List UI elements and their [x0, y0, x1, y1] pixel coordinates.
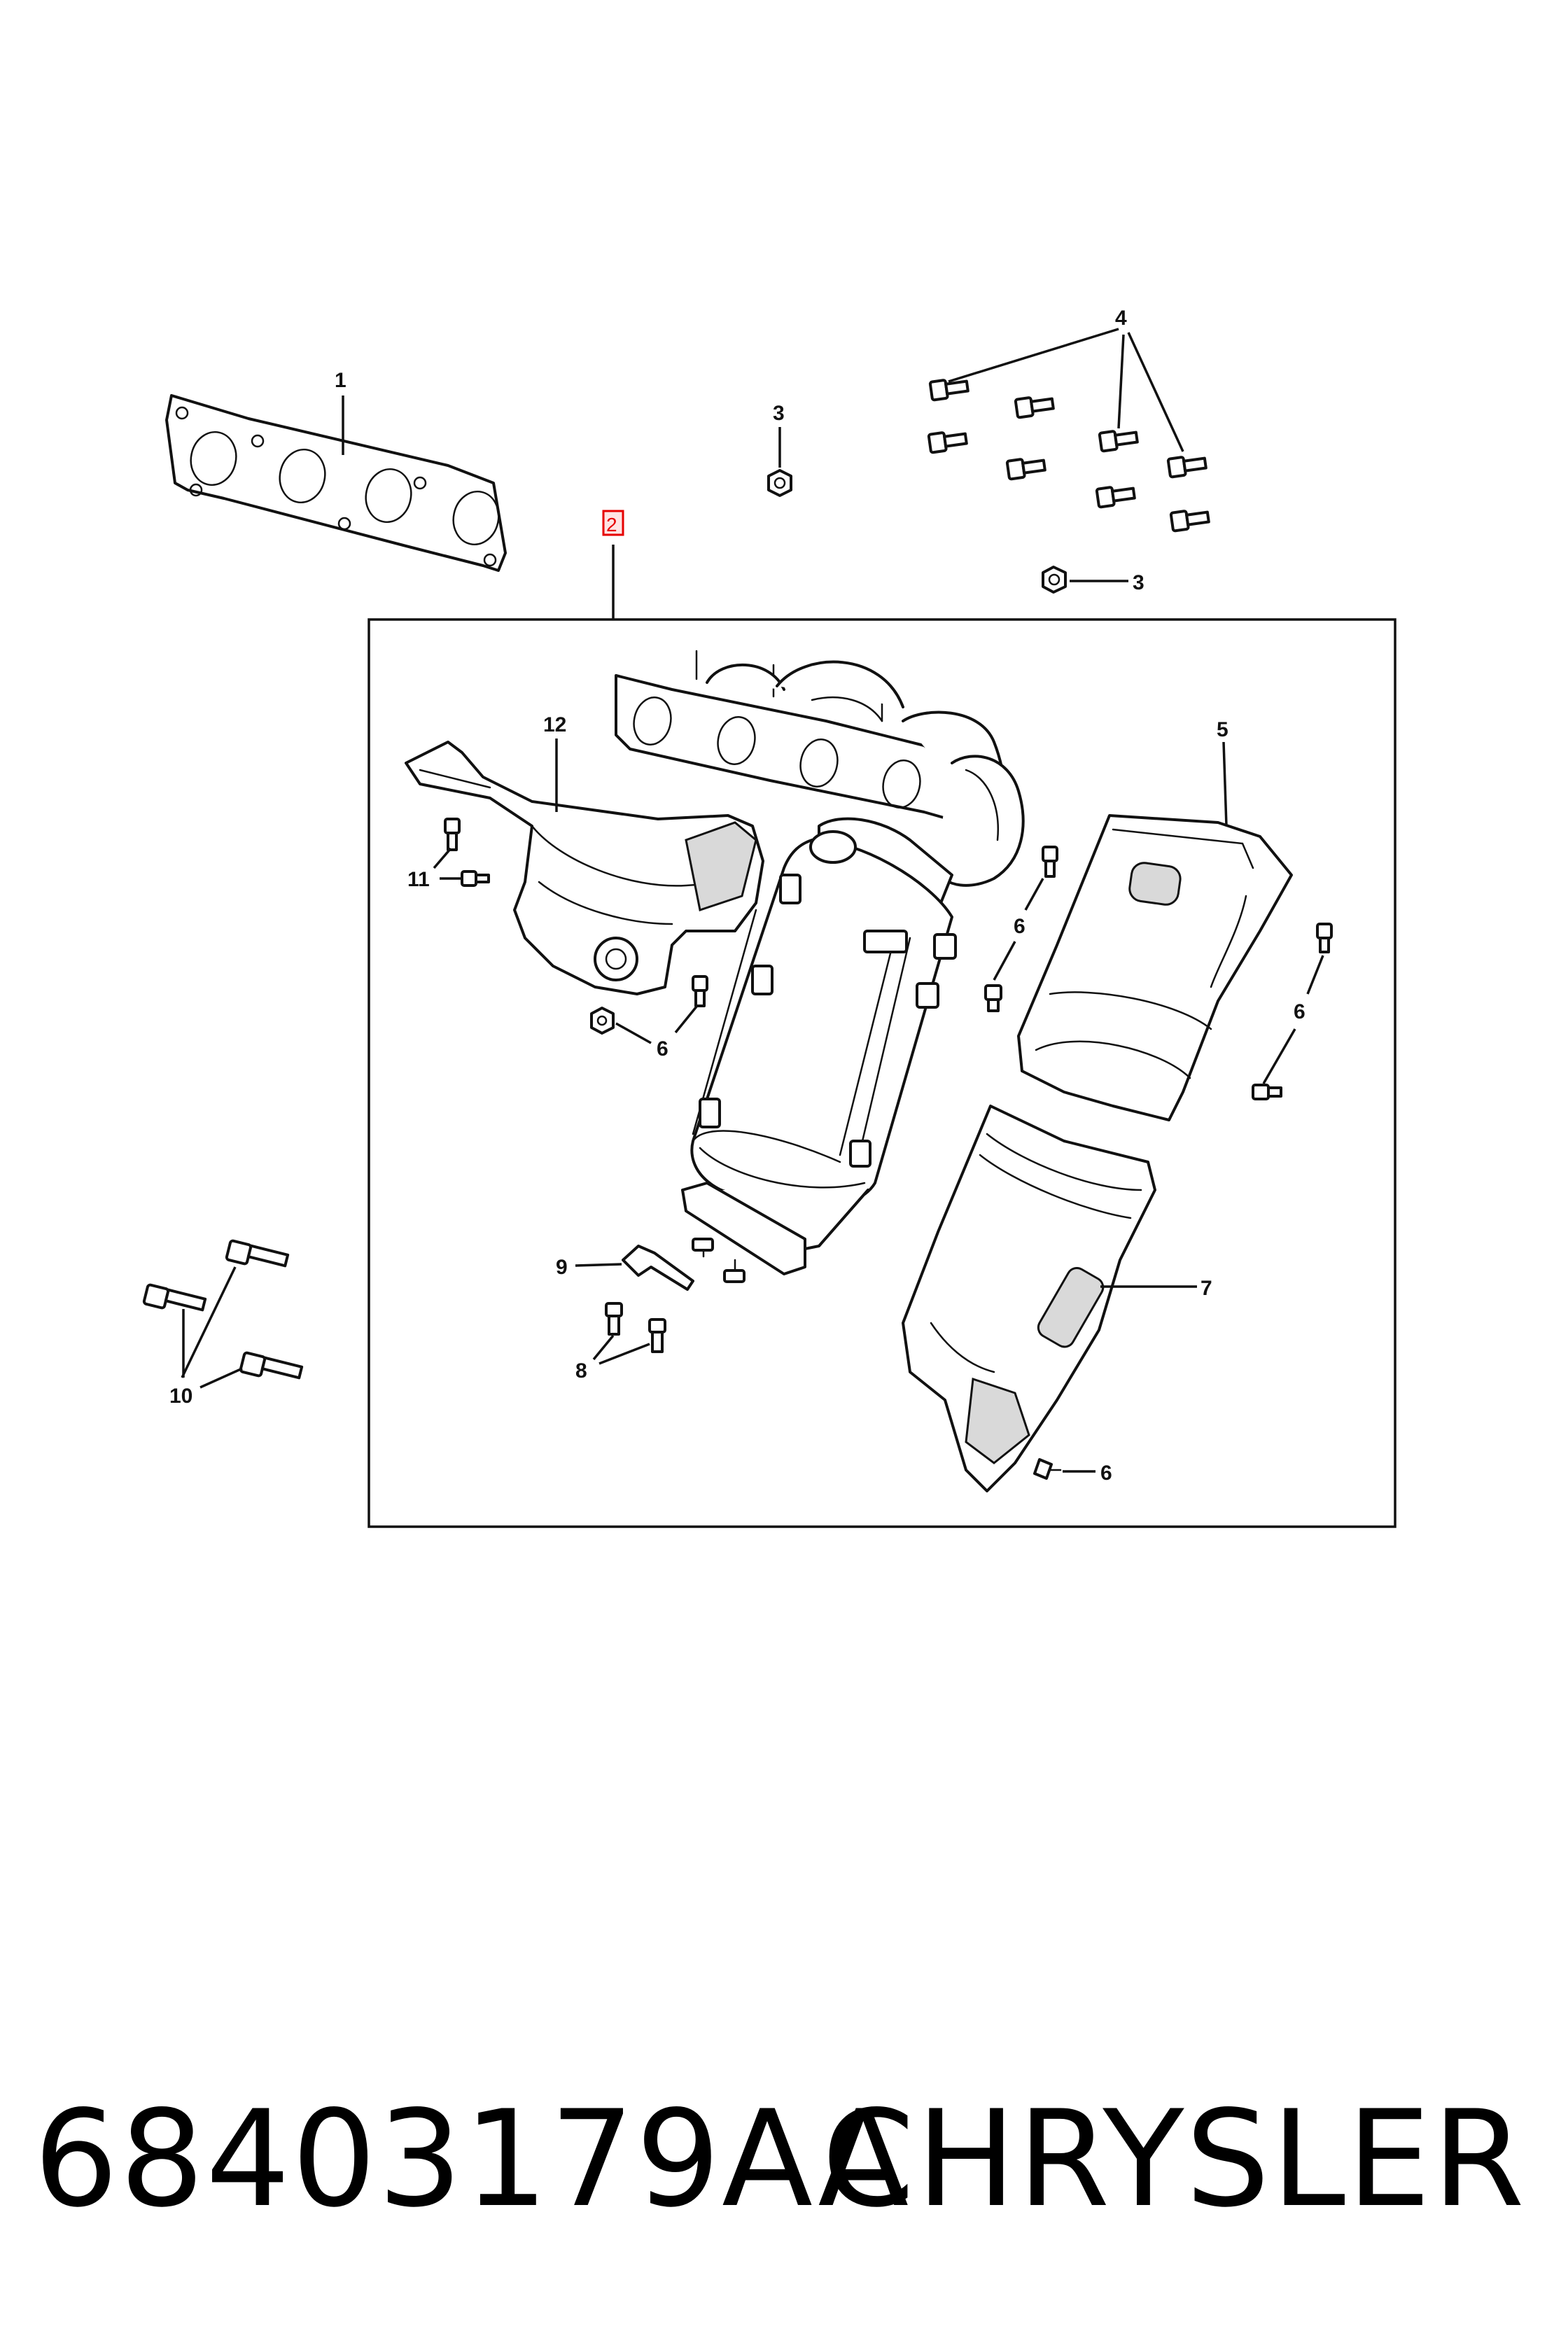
part-6-nut-left[interactable] [590, 1007, 615, 1035]
part-7-lower-shield[interactable] [902, 1105, 1156, 1492]
part-6-bolt-right-top[interactable] [1316, 923, 1333, 953]
part-8-stud-left[interactable] [605, 1302, 623, 1336]
part-4-bolts[interactable] [927, 377, 1210, 533]
callout-6-middle: 6 [1014, 915, 1026, 938]
callout-2-highlight [602, 510, 624, 536]
footer: 68403179AA CHRYSLER [0, 2072, 1568, 2247]
part-12-heat-shield[interactable] [405, 741, 764, 995]
part-6-bolt-middle-bottom[interactable] [984, 984, 1002, 1012]
callout-8: 8 [575, 1359, 587, 1382]
callout-12: 12 [543, 713, 566, 736]
callout-9: 9 [556, 1256, 568, 1279]
callout-6-right: 6 [1294, 1000, 1306, 1023]
part-11-bolt-upper[interactable] [444, 818, 461, 851]
part-8-stud-right[interactable] [648, 1318, 666, 1353]
callout-6-left: 6 [657, 1037, 668, 1060]
brand-name: CHRYSLER [822, 2082, 1526, 2236]
callout-3-top: 3 [773, 402, 785, 425]
callout-7: 7 [1200, 1277, 1212, 1300]
callout-3-right: 3 [1133, 571, 1144, 594]
part-2-catalytic-converter-manifold[interactable] [615, 650, 1025, 1283]
part-1-gasket[interactable] [165, 394, 507, 572]
callout-1: 1 [335, 369, 346, 392]
callout-4: 4 [1115, 307, 1127, 330]
assembly-frame [368, 618, 1396, 1528]
callout-11: 11 [407, 868, 430, 891]
callout-10: 10 [169, 1385, 192, 1408]
part-number: 68403179AA [34, 2082, 911, 2236]
callout-5: 5 [1217, 718, 1228, 741]
part-6-bolt-middle-top[interactable] [1042, 846, 1058, 878]
part-6-fastener-bottom[interactable] [1033, 1458, 1062, 1480]
part-10-bolt-lower[interactable] [239, 1351, 304, 1380]
part-5-upper-shield[interactable] [1017, 814, 1293, 1121]
part-9-bracket[interactable] [622, 1245, 694, 1291]
callout-2[interactable]: 2 [606, 514, 617, 536]
part-6-bolt-right-bottom[interactable] [1252, 1084, 1282, 1100]
part-3-nut-right[interactable] [1042, 566, 1067, 594]
part-3-nut-top[interactable] [767, 469, 792, 497]
part-10-bolt-left[interactable] [142, 1283, 207, 1312]
part-11-bolt-lower[interactable] [461, 870, 490, 887]
callout-6-bottom: 6 [1100, 1462, 1112, 1485]
part-6-bolt-left[interactable] [692, 975, 708, 1007]
part-10-bolt-upper[interactable] [225, 1239, 290, 1268]
